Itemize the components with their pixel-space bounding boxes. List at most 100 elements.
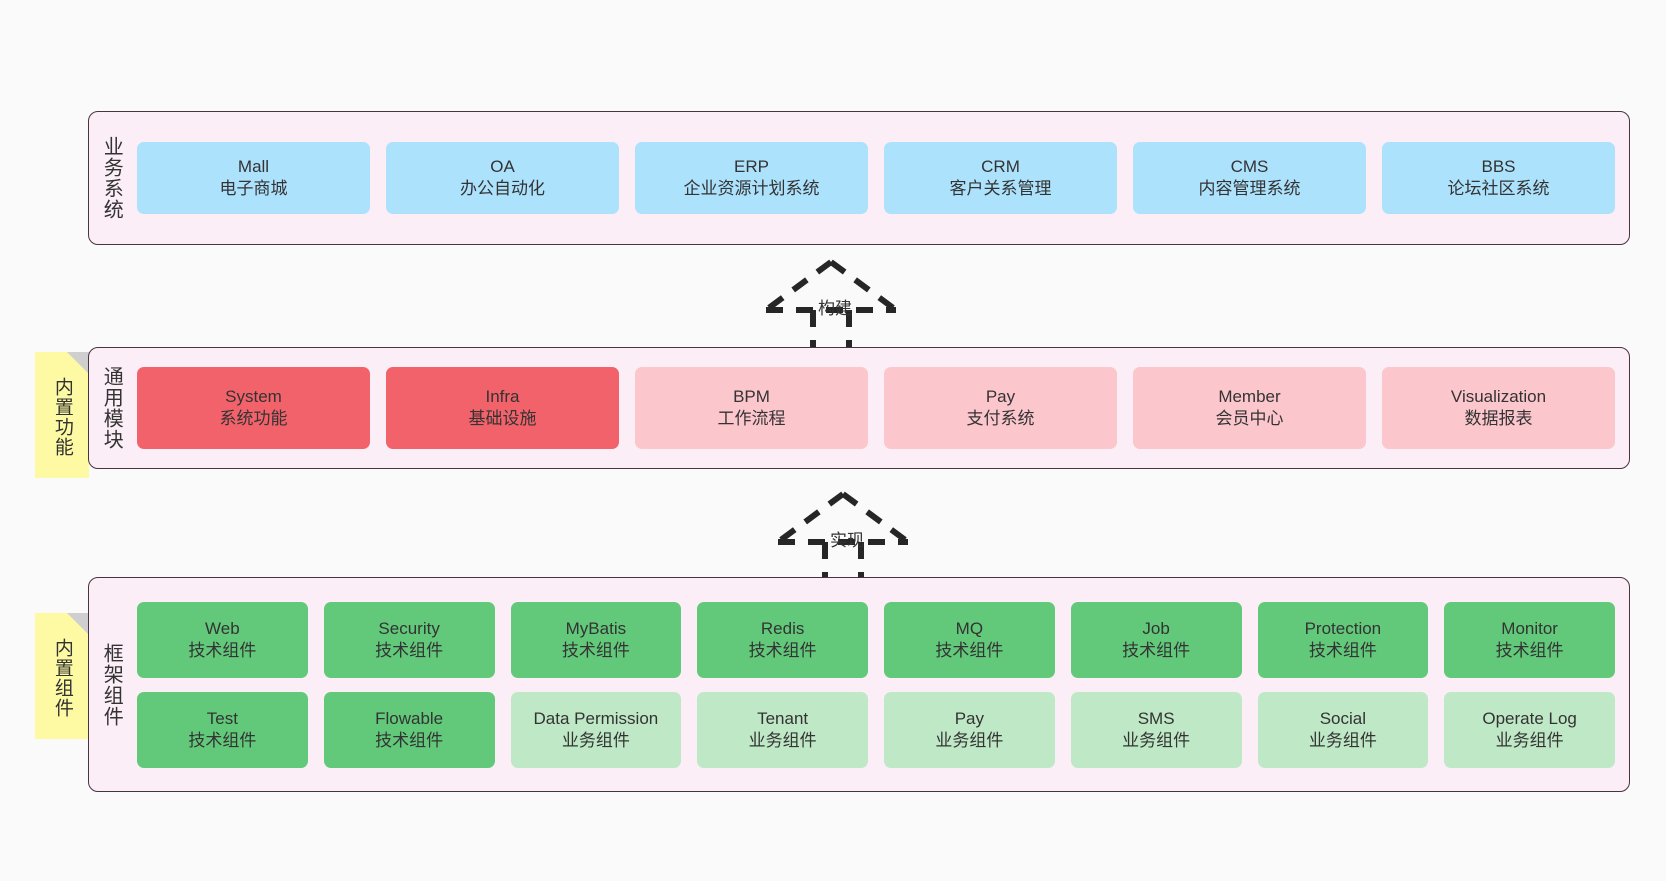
box-subtitle: 客户关系管理 xyxy=(949,179,1052,198)
box-subtitle: 会员中心 xyxy=(1215,409,1284,428)
box-title: Member xyxy=(1218,387,1281,407)
box-subtitle: 业务组件 xyxy=(748,730,817,750)
box-subtitle: 数据报表 xyxy=(1464,409,1533,428)
box-subtitle: 基础设施 xyxy=(468,409,537,428)
box-web[interactable]: Web 技术组件 xyxy=(137,601,308,678)
sticky-note-label: 内置功能 xyxy=(51,377,73,457)
box-oa[interactable]: OA 办公自动化 xyxy=(386,142,619,214)
box-title: Visualization xyxy=(1450,387,1547,407)
connector-implement: 实现 xyxy=(768,490,918,580)
tier-label-common-modules: 通用模块 xyxy=(100,366,123,450)
box-flowable[interactable]: Flowable 技术组件 xyxy=(323,691,495,768)
box-subtitle: 技术组件 xyxy=(1495,640,1564,660)
box-subtitle: 技术组件 xyxy=(748,640,817,660)
box-title: MyBatis xyxy=(565,618,627,638)
box-redis[interactable]: Redis 技术组件 xyxy=(697,601,868,678)
box-title: Web xyxy=(205,618,240,638)
box-subtitle: 业务组件 xyxy=(561,730,630,750)
box-social[interactable]: Social 业务组件 xyxy=(1257,691,1429,768)
box-system[interactable]: System 系统功能 xyxy=(137,367,370,449)
box-subtitle: 技术组件 xyxy=(561,640,630,660)
tier-body-framework-components: Web 技术组件 Security 技术组件 MyBatis 技术组件 Redi… xyxy=(133,578,1629,791)
box-subtitle: 技术组件 xyxy=(375,730,444,750)
box-title: Flowable xyxy=(375,708,444,728)
box-subtitle: 支付系统 xyxy=(966,409,1035,428)
sticky-note-label: 内置组件 xyxy=(51,638,73,718)
box-subtitle: 办公自动化 xyxy=(460,179,545,198)
box-subtitle: 企业资源计划系统 xyxy=(683,179,820,198)
box-title: OA xyxy=(490,157,515,177)
box-subtitle: 技术组件 xyxy=(188,640,257,660)
box-title: Job xyxy=(1142,618,1170,638)
box-visualization[interactable]: Visualization 数据报表 xyxy=(1382,367,1615,449)
box-title: Protection xyxy=(1304,618,1382,638)
box-monitor[interactable]: Monitor 技术组件 xyxy=(1444,601,1615,678)
box-subtitle: 内容管理系统 xyxy=(1198,179,1301,198)
box-subtitle: 业务组件 xyxy=(1495,730,1564,750)
box-title: Mall xyxy=(237,157,270,177)
box-pay-component[interactable]: Pay 业务组件 xyxy=(884,691,1055,768)
box-title: Test xyxy=(206,708,238,728)
box-data-permission[interactable]: Data Permission 业务组件 xyxy=(510,691,682,768)
box-subtitle: 业务组件 xyxy=(935,730,1004,750)
box-title: SMS xyxy=(1137,708,1175,728)
box-subtitle: 业务组件 xyxy=(1308,730,1377,750)
box-title: Pay xyxy=(985,387,1016,407)
box-title: Data Permission xyxy=(533,708,659,728)
box-mq[interactable]: MQ 技术组件 xyxy=(884,601,1055,678)
connector-label-build: 构建 xyxy=(818,299,852,318)
box-pay[interactable]: Pay 支付系统 xyxy=(884,367,1117,449)
tier-body-business-systems: Mall 电子商城 OA 办公自动化 ERP 企业资源计划系统 CRM 客户关系… xyxy=(133,112,1629,244)
box-test[interactable]: Test 技术组件 xyxy=(137,691,308,768)
box-member[interactable]: Member 会员中心 xyxy=(1133,367,1366,449)
sticky-note-builtin-features: 内置功能 xyxy=(35,352,89,478)
box-title: CRM xyxy=(981,157,1020,177)
tier-label-framework-components: 框架组件 xyxy=(100,642,123,727)
box-erp[interactable]: ERP 企业资源计划系统 xyxy=(635,142,868,214)
box-subtitle: 技术组件 xyxy=(935,640,1004,660)
box-subtitle: 技术组件 xyxy=(188,730,257,750)
box-job[interactable]: Job 技术组件 xyxy=(1070,601,1242,678)
box-subtitle: 工作流程 xyxy=(717,409,786,428)
tier-body-common-modules: System 系统功能 Infra 基础设施 BPM 工作流程 Pay 支付系统… xyxy=(133,348,1629,468)
box-sms[interactable]: SMS 业务组件 xyxy=(1070,691,1242,768)
box-title: System xyxy=(225,387,282,407)
tier-business-systems: 业务系统 Mall 电子商城 OA 办公自动化 ERP 企业资源计划系统 CRM… xyxy=(88,111,1630,245)
page-fold-icon xyxy=(67,613,89,635)
box-title: ERP xyxy=(734,157,769,177)
tier-row: System 系统功能 Infra 基础设施 BPM 工作流程 Pay 支付系统… xyxy=(137,367,1615,449)
box-tenant[interactable]: Tenant 业务组件 xyxy=(697,691,868,768)
box-title: BBS xyxy=(1481,157,1516,177)
box-title: BPM xyxy=(733,387,770,407)
box-title: Pay xyxy=(954,708,985,728)
box-mall[interactable]: Mall 电子商城 xyxy=(137,142,370,214)
box-subtitle: 系统功能 xyxy=(219,409,288,428)
box-subtitle: 技术组件 xyxy=(375,640,444,660)
box-title: Infra xyxy=(485,387,520,407)
tier-framework-components: 框架组件 Web 技术组件 Security 技术组件 MyBatis 技术组件… xyxy=(88,577,1630,792)
box-bpm[interactable]: BPM 工作流程 xyxy=(635,367,868,449)
box-title: Operate Log xyxy=(1482,708,1577,728)
tier-row: Mall 电子商城 OA 办公自动化 ERP 企业资源计划系统 CRM 客户关系… xyxy=(137,142,1615,214)
box-cms[interactable]: CMS 内容管理系统 xyxy=(1133,142,1366,214)
box-title: CMS xyxy=(1230,157,1269,177)
box-crm[interactable]: CRM 客户关系管理 xyxy=(884,142,1117,214)
connector-label-implement: 实现 xyxy=(830,531,864,550)
box-subtitle: 技术组件 xyxy=(1122,640,1191,660)
box-subtitle: 论坛社区系统 xyxy=(1447,179,1550,198)
box-subtitle: 技术组件 xyxy=(1308,640,1377,660)
box-subtitle: 电子商城 xyxy=(219,179,288,198)
box-title: Social xyxy=(1319,708,1367,728)
box-operate-log[interactable]: Operate Log 业务组件 xyxy=(1444,691,1615,768)
tier-row: Web 技术组件 Security 技术组件 MyBatis 技术组件 Redi… xyxy=(137,601,1615,678)
box-title: Monitor xyxy=(1501,618,1558,638)
box-infra[interactable]: Infra 基础设施 xyxy=(386,367,619,449)
tier-common-modules: 通用模块 System 系统功能 Infra 基础设施 BPM 工作流程 Pay… xyxy=(88,347,1630,469)
box-bbs[interactable]: BBS 论坛社区系统 xyxy=(1382,142,1615,214)
box-security[interactable]: Security 技术组件 xyxy=(323,601,495,678)
box-protection[interactable]: Protection 技术组件 xyxy=(1257,601,1429,678)
tier-row: Test 技术组件 Flowable 技术组件 Data Permission … xyxy=(137,691,1615,768)
box-mybatis[interactable]: MyBatis 技术组件 xyxy=(510,601,682,678)
box-title: MQ xyxy=(955,618,984,638)
tier-label-business-systems: 业务系统 xyxy=(100,136,123,220)
